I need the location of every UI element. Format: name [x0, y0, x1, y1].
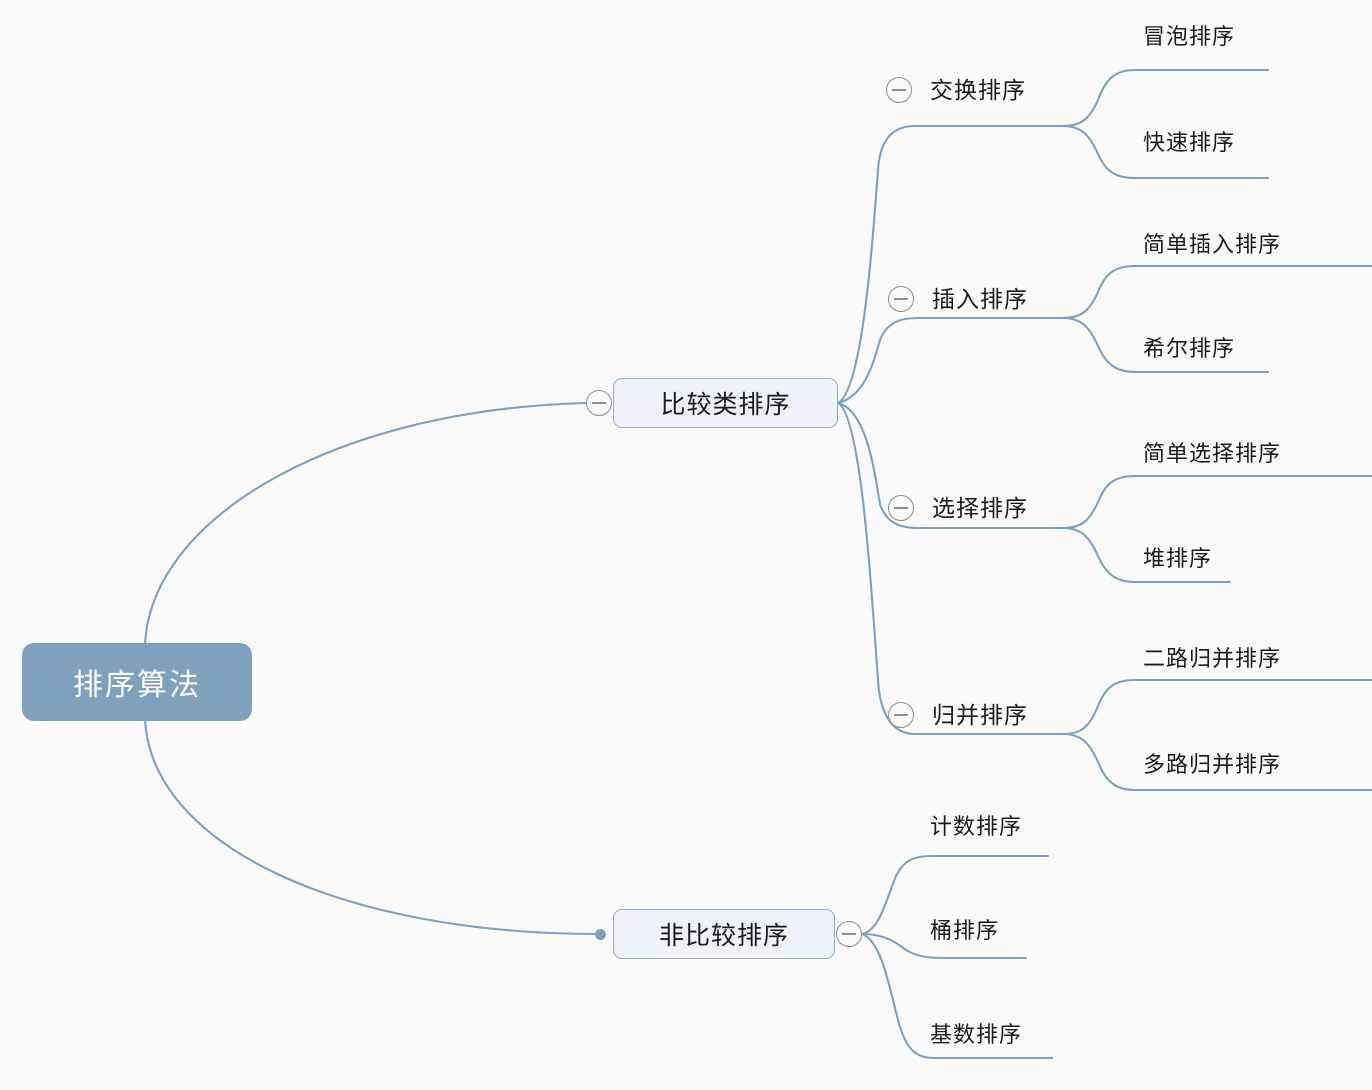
leaf-label-multi-way-merge-sort[interactable]: 多路归并排序: [1143, 752, 1282, 777]
leaf-label-two-way-merge-sort[interactable]: 二路归并排序: [1143, 646, 1282, 671]
root-node[interactable]: 排序算法: [22, 643, 252, 721]
collapse-minus-icon-merge[interactable]: [888, 702, 914, 728]
leaf-label-quick-sort[interactable]: 快速排序: [1143, 130, 1236, 155]
branch-node-comparison-label: 比较类排序: [660, 391, 791, 419]
leaf-label-simple-insertion-sort[interactable]: 简单插入排序: [1143, 232, 1282, 257]
leaf-label-shell-sort[interactable]: 希尔排序: [1143, 336, 1236, 361]
branch-node-comparison[interactable]: 比较类排序: [613, 378, 838, 428]
collapse-minus-icon-comparison[interactable]: [586, 390, 612, 416]
leaf-label-bubble-sort[interactable]: 冒泡排序: [1143, 24, 1236, 49]
root-node-label: 排序算法: [73, 669, 201, 702]
edge-comparison-to-exchange: [836, 124, 1065, 405]
edge-root-to-noncomparison: [143, 716, 600, 936]
edge-comparison-to-merge: [836, 401, 1065, 736]
edge-selection-leaf-0: [1061, 474, 1372, 530]
subbranch-label-insertion[interactable]: 插入排序: [932, 286, 1028, 312]
subbranch-label-merge[interactable]: 归并排序: [932, 702, 1028, 728]
edge-noncomparison-leaf-0: [860, 854, 1050, 936]
edge-insertion-leaf-1: [1061, 316, 1270, 374]
collapse-minus-icon-selection[interactable]: [888, 495, 914, 521]
edge-root-to-comparison: [143, 401, 588, 647]
branch-node-noncomparison[interactable]: 非比较排序: [613, 909, 835, 959]
collapse-minus-icon-insertion[interactable]: [888, 286, 914, 312]
edge-merge-leaf-1: [1061, 732, 1372, 792]
edge-insertion-leaf-0: [1061, 264, 1372, 320]
branch-node-noncomparison-label: 非比较排序: [658, 922, 789, 950]
leaf-label-simple-selection-sort[interactable]: 简单选择排序: [1143, 441, 1282, 466]
connector-dot-noncomparison: [595, 929, 606, 940]
edge-exchange-leaf-0: [1061, 68, 1270, 128]
collapse-minus-icon-exchange[interactable]: [886, 77, 912, 103]
edge-comparison-to-selection: [836, 401, 1065, 530]
subbranch-label-exchange[interactable]: 交换排序: [930, 77, 1026, 103]
leaf-label-radix-sort[interactable]: 基数排序: [930, 1022, 1023, 1047]
leaf-label-bucket-sort[interactable]: 桶排序: [930, 918, 1000, 943]
leaf-label-heap-sort[interactable]: 堆排序: [1143, 546, 1213, 571]
collapse-minus-icon-noncomparison[interactable]: [836, 921, 862, 947]
edge-exchange-leaf-1: [1061, 124, 1270, 180]
leaf-label-counting-sort[interactable]: 计数排序: [930, 814, 1023, 839]
edge-noncomparison-leaf-2: [860, 932, 1054, 1060]
edge-merge-leaf-0: [1061, 678, 1372, 736]
edge-comparison-to-insertion: [836, 316, 1065, 405]
subbranch-label-selection[interactable]: 选择排序: [932, 495, 1028, 521]
edge-selection-leaf-1: [1061, 526, 1232, 584]
edge-noncomparison-leaf-1: [860, 932, 1028, 960]
